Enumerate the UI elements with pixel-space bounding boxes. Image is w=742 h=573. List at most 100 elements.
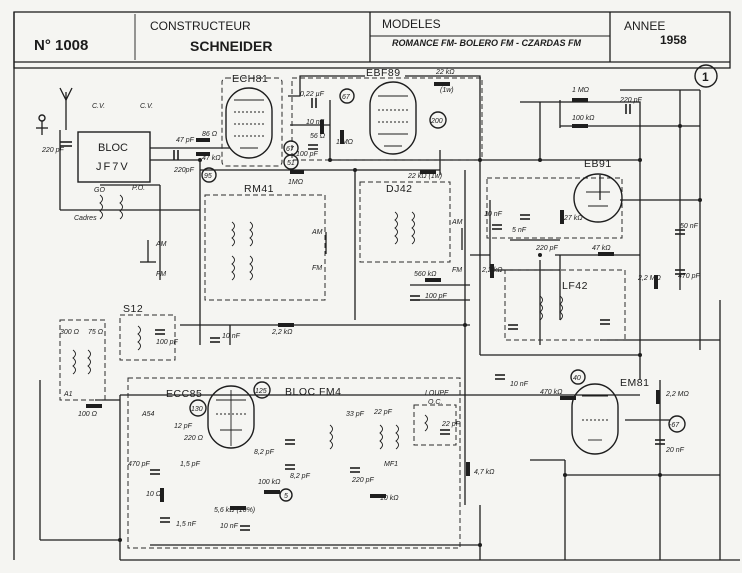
capacitors — [60, 98, 685, 531]
tube-ech81: ECH81 — [225, 73, 273, 159]
coils — [72, 194, 563, 450]
label-c100-a: 100 pF — [296, 151, 319, 158]
label-c220-eb: 220 pF — [535, 245, 559, 252]
label-c82-a: 8,2 pF — [254, 449, 275, 456]
label-r22m-em: 2,2 MΩ — [665, 391, 690, 398]
label-c10nf-ecc: 10 nF — [220, 523, 239, 530]
tube-ech81-label: ECH81 — [232, 73, 268, 85]
label-c12pf: 12 pF — [174, 423, 193, 430]
label-300ohm: 300 Ω — [60, 329, 80, 336]
label-r47k-eb: 47 kΩ — [592, 245, 611, 252]
label-r560: 560 kΩ — [414, 271, 437, 278]
label-c470-ecc: 470 pF — [128, 461, 151, 468]
label-cv2: C.V. — [140, 103, 153, 110]
label-go: GO — [94, 187, 105, 194]
bloc-jf7v-line2: JF7V — [96, 161, 130, 173]
tp-95: 95 — [204, 173, 212, 180]
label-c220-b: 220pF — [173, 167, 195, 174]
resistors — [86, 82, 660, 510]
tube-em81-label: EM81 — [620, 377, 649, 389]
page-mark-circle — [694, 64, 718, 88]
label-r470k-em: 470 kΩ — [540, 389, 563, 396]
label-c220-ecc2: 220 pF — [351, 477, 375, 484]
tube-em81: EM81 — [571, 377, 649, 455]
component-labels: C.V. C.V. 220 pF Cadres P.O. GO 86 Ω 47 … — [41, 69, 701, 530]
label-c10nf-eb: 10 nF — [484, 211, 503, 218]
label-c10nf-r: 10 nF — [510, 381, 529, 388]
constructeur-name: SCHNEIDER — [190, 38, 272, 54]
tp-67b: 67 — [286, 146, 295, 153]
tp-5: 5 — [284, 493, 288, 500]
label-c22pf: 22 pF — [373, 409, 393, 416]
s12-label: S12 — [123, 303, 143, 315]
label-a54: A54 — [141, 411, 155, 418]
label-r22k-s: 2,2 kΩ — [271, 329, 293, 336]
label-r22k-top: 22 kΩ — [435, 69, 455, 76]
shields — [59, 77, 626, 549]
label-1w: (1w) — [440, 87, 454, 94]
tube-eb91-label: EB91 — [584, 158, 612, 170]
lf42-label: LF42 — [562, 280, 588, 292]
label-r100k-ecc: 100 kΩ — [258, 479, 281, 486]
tube-ecc85-label: ECC85 — [166, 388, 202, 400]
tp-minus67: -67 — [669, 422, 680, 429]
tube-ecc85: ECC85 — [166, 385, 255, 449]
label-am1: AM — [155, 241, 167, 248]
label-fm2: FM — [312, 265, 322, 272]
label-c33pf: 33 pF — [346, 411, 365, 418]
label-c47: 47 pF — [176, 137, 195, 144]
label-c100-s12: 100 pF — [156, 339, 179, 346]
label-r47k-l: 4,7 kΩ — [474, 469, 495, 476]
label-c10nf-b: 10 nF — [222, 333, 241, 340]
label-cv1: C.V. — [92, 103, 105, 110]
label-c22-loupe: 22 pF — [441, 421, 461, 428]
label-r22k-mid: 22 kΩ (1w) — [407, 173, 442, 180]
label-r56: 56 Ω — [310, 133, 326, 140]
label-am3: AM — [451, 219, 463, 226]
label-r22k-dj: 2,2 kΩ — [481, 267, 503, 274]
annee-label: ANNEE — [624, 19, 665, 33]
label-c15pf: 1,5 pF — [180, 461, 201, 468]
label-c100-dj: 100 pF — [425, 293, 448, 300]
label-r47k: 47 kΩ — [202, 155, 221, 162]
label-c82-b: 8,2 pF — [290, 473, 311, 480]
tube-eb91: EB91 — [573, 158, 623, 223]
label-c20nf: 20 nF — [665, 447, 685, 454]
tube-ebf89: EBF89 — [366, 67, 417, 155]
label-c5nf: 5 nF — [512, 227, 527, 234]
label-c220-ant: 220 pF — [41, 147, 65, 154]
label-po: P.O. — [132, 185, 145, 192]
modeles-label: MODELES — [382, 17, 441, 31]
label-r86: 86 Ω — [202, 131, 218, 138]
tp-130: 130 — [191, 406, 203, 413]
tp-67: 67 — [342, 94, 351, 101]
page-mark: 1 — [702, 70, 709, 84]
label-r27k: 27 kΩ — [563, 215, 583, 222]
label-c022: 0,22 µF — [300, 91, 325, 98]
label-c10nf-a: 10 nF — [306, 119, 325, 126]
tp-125: 125 — [255, 388, 267, 395]
label-75ohm: 75 Ω — [88, 329, 104, 336]
constructeur-label: CONSTRUCTEUR — [150, 19, 251, 33]
rm41-label: RM41 — [244, 183, 274, 195]
antenna-symbol — [36, 87, 73, 135]
label-c50nf: 50 nF — [680, 223, 699, 230]
label-c220-ecc: 220 Ω — [183, 435, 204, 442]
label-am2: AM — [311, 229, 323, 236]
label-r100: 100 Ω — [78, 411, 98, 418]
tp-40: 40 — [573, 375, 581, 382]
schema-number: N° 1008 — [34, 37, 88, 54]
oc-label: O.C. — [428, 399, 442, 406]
bloc-jf7v: BLOC JF7V — [77, 131, 151, 183]
label-r1m-b: 1MΩ — [288, 179, 304, 186]
label-r22m: 2,2 MΩ — [637, 275, 662, 282]
switches — [140, 228, 463, 263]
label-r10: 10 Ω — [146, 491, 162, 498]
dj42-label: DJ42 — [386, 183, 413, 195]
annee-value: 1958 — [660, 33, 687, 47]
modeles-list: ROMANCE FM- BOLERO FM - CZARDAS FM — [392, 38, 581, 48]
label-r56k: 5,6 kΩ (10%) — [214, 507, 255, 514]
tube-ebf89-label: EBF89 — [366, 67, 401, 79]
